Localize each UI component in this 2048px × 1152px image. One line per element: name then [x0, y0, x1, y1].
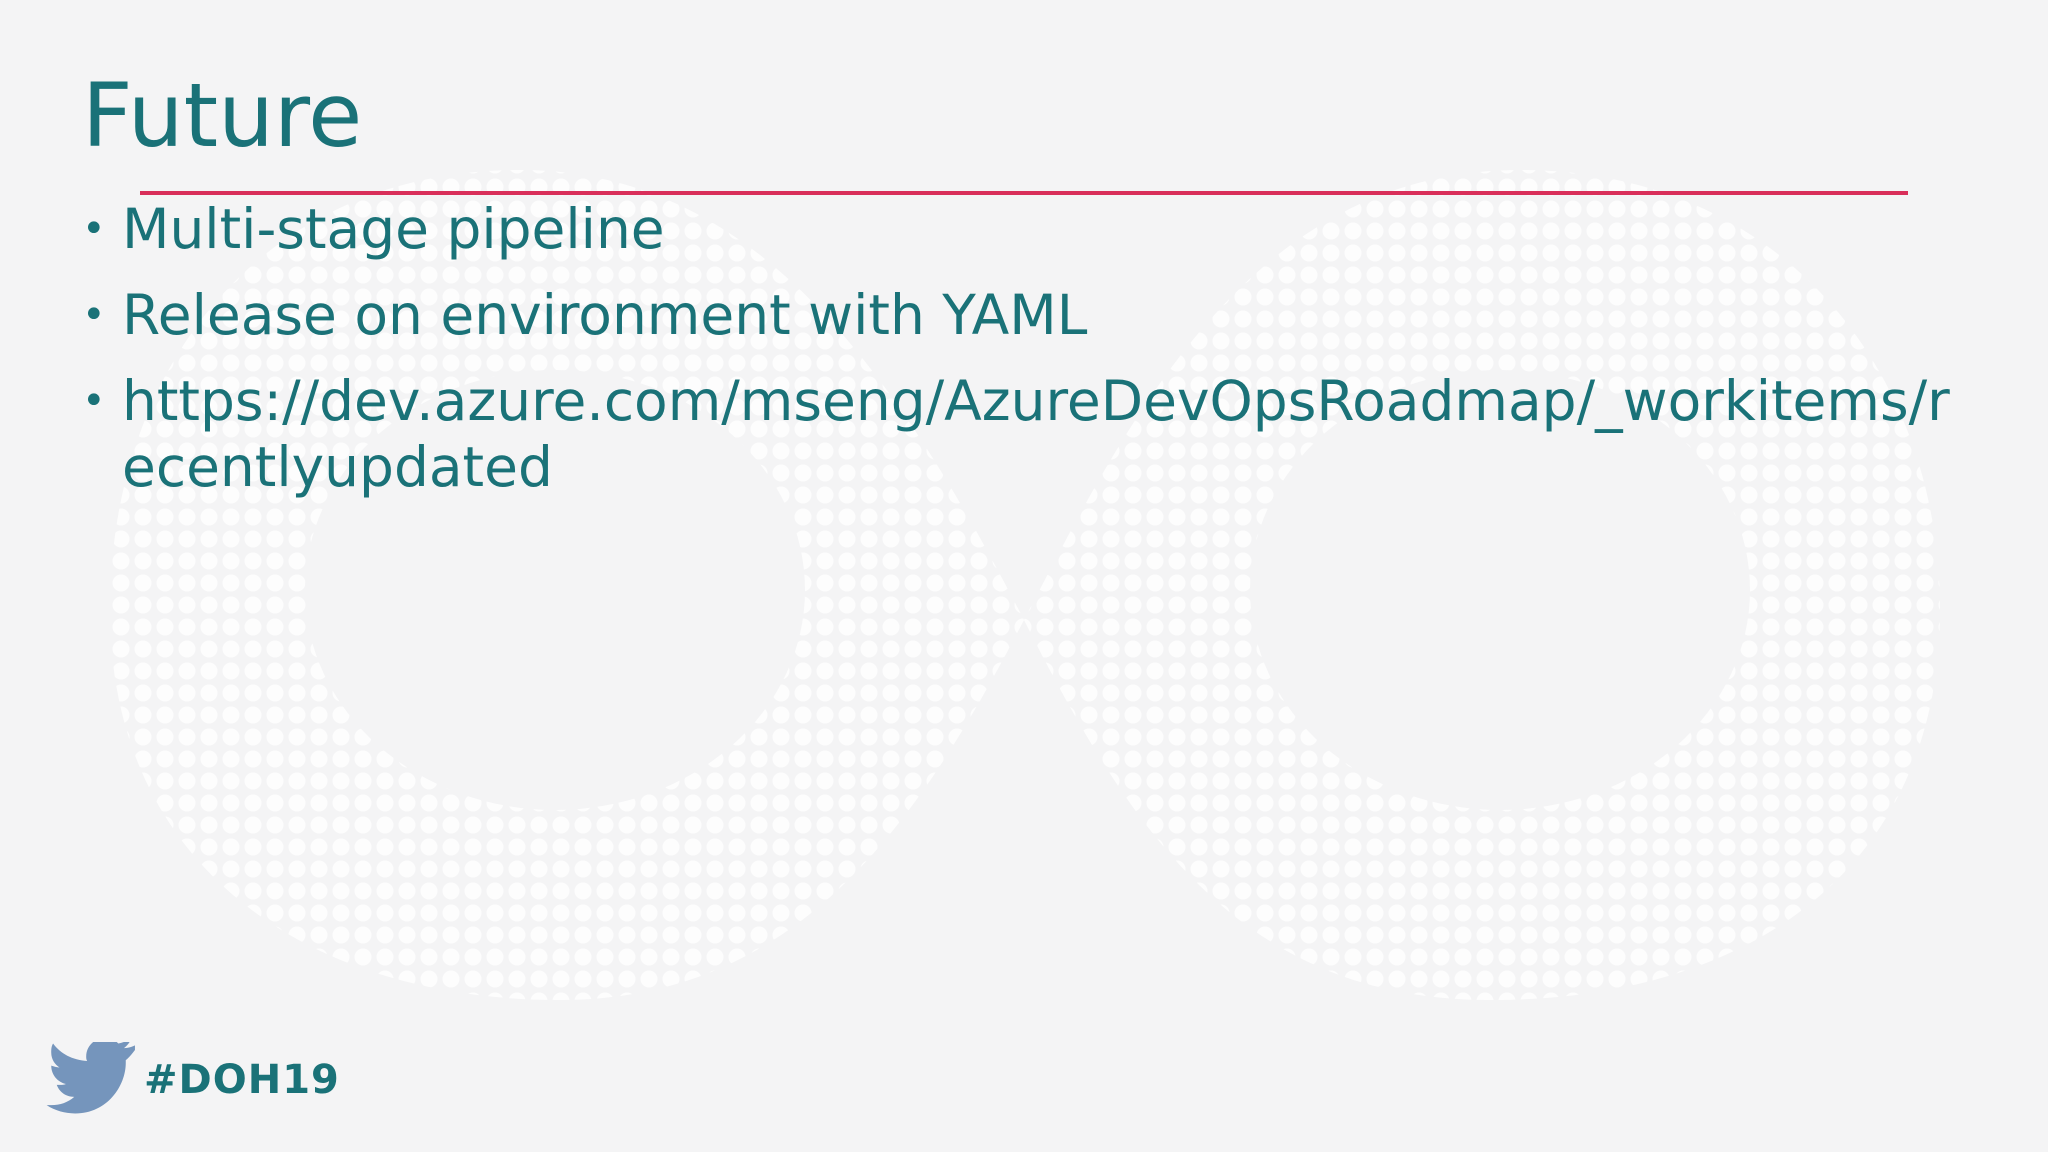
title-underline — [140, 191, 1908, 195]
bullet-item-link[interactable]: • https://dev.azure.com/mseng/AzureDevOp… — [82, 368, 1982, 500]
bullet-list: • Multi-stage pipeline • Release on envi… — [82, 196, 1982, 520]
bullet-dot-icon: • — [82, 292, 106, 338]
twitter-bird-icon — [46, 1042, 135, 1114]
bullet-text: Multi-stage pipeline — [122, 197, 665, 261]
bullet-dot-icon: • — [82, 378, 106, 424]
bullet-item: • Multi-stage pipeline — [82, 196, 1982, 262]
roadmap-url-link[interactable]: https://dev.azure.com/mseng/AzureDevOpsR… — [122, 369, 1950, 499]
event-hashtag: #DOH19 — [144, 1057, 340, 1103]
footer: #DOH19 — [44, 1040, 340, 1120]
slide-title: Future — [82, 64, 363, 167]
bullet-dot-icon: • — [82, 206, 106, 252]
bullet-text: Release on environment with YAML — [122, 283, 1088, 347]
bullet-item: • Release on environment with YAML — [82, 282, 1982, 348]
